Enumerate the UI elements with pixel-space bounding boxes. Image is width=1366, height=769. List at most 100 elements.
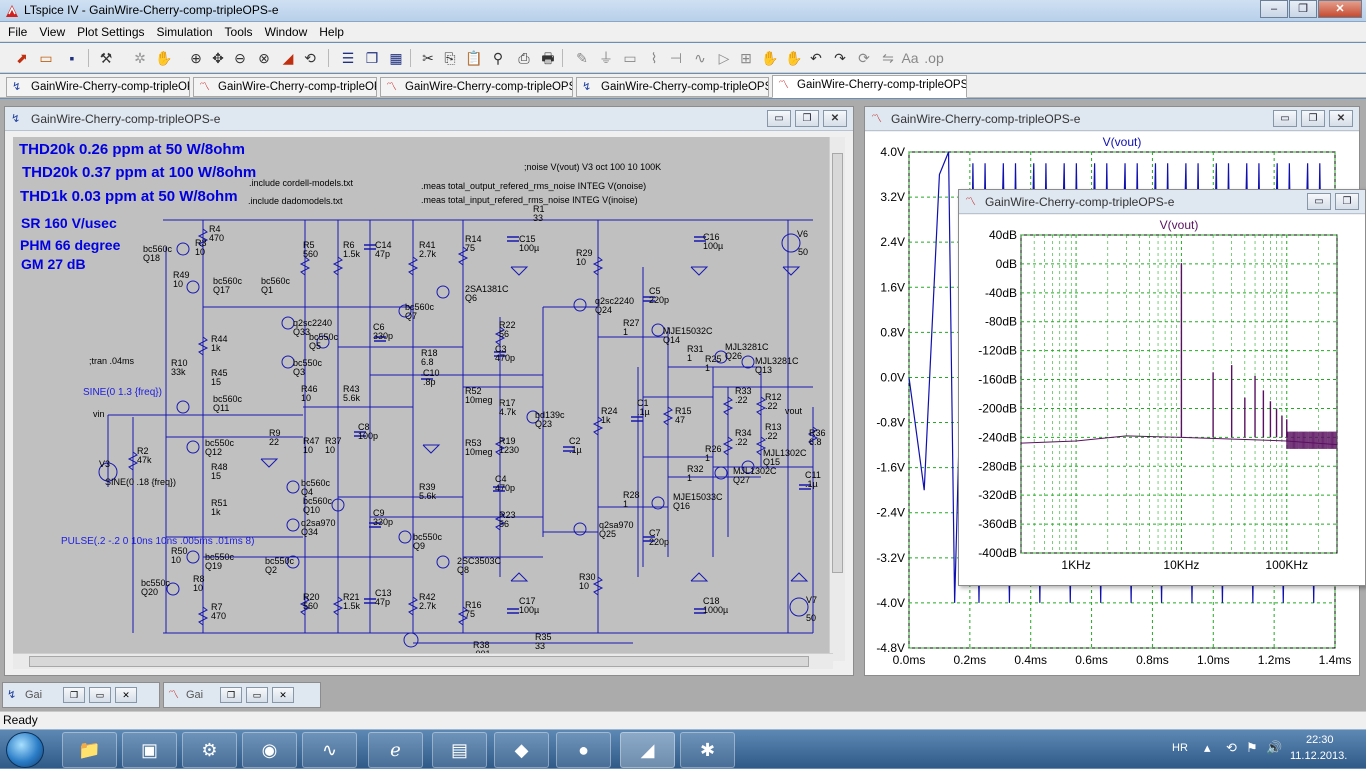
menu-plot-settings[interactable]: Plot Settings	[77, 24, 145, 39]
explorer-taskbar-icon[interactable]: 📁	[62, 732, 117, 768]
zoom-fit-icon[interactable]: ⊗	[258, 50, 270, 66]
part-c10[interactable]: C10.8p	[423, 369, 440, 387]
tray-chevron-icon[interactable]: ▴	[1204, 740, 1211, 755]
zoom-back-icon[interactable]: ⟲	[304, 50, 316, 66]
app2-taskbar-icon[interactable]: ▣	[122, 732, 177, 768]
drag-icon[interactable]: ✋	[785, 50, 803, 66]
tab-waveform-1[interactable]: 〽 GainWire-Cherry-comp-tripleOPS	[193, 77, 377, 97]
source-v3-label[interactable]: V3	[99, 459, 111, 469]
directive-include-dado[interactable]: .include dadomodels.txt	[248, 196, 343, 206]
network-icon[interactable]: ⟲	[1226, 740, 1237, 755]
minimized-waveform-window[interactable]: 〽 Gai ❐ ▭ ✕	[163, 682, 321, 708]
tab-waveform-3[interactable]: 〽 GainWire-Cherry-comp-tripleOPS-e	[772, 75, 967, 98]
tab-schematic-2[interactable]: ↯ GainWire-Cherry-comp-tripleOPS-e	[576, 77, 769, 97]
directive-meas-input-noise[interactable]: .meas total_input_refered_rms_noise INTE…	[421, 195, 638, 205]
oscilloscope-taskbar-icon[interactable]: ∿	[302, 732, 357, 768]
horizontal-scroll-thumb[interactable]	[29, 656, 809, 667]
part-c1[interactable]: C1.1µ	[637, 399, 650, 417]
menu-view[interactable]: View	[39, 24, 66, 39]
menu-file[interactable]: File	[8, 24, 28, 39]
menu-tools[interactable]: Tools	[224, 24, 253, 39]
part-r33[interactable]: R33.22	[735, 387, 752, 405]
source-sine-label[interactable]: SINE(0 1.3 {freq})	[83, 387, 162, 398]
menu-simulation[interactable]: Simulation	[156, 24, 213, 39]
cut-icon[interactable]: ✂	[422, 50, 434, 66]
tab-schematic-1[interactable]: ↯ GainWire-Cherry-comp-tripleOPS	[6, 77, 190, 97]
part-r13[interactable]: R13.22	[765, 423, 782, 441]
tile-vertical-icon[interactable]: ▦	[389, 50, 403, 66]
component-icon[interactable]: ⊞	[740, 50, 752, 66]
inductor-icon[interactable]: ∿	[694, 50, 706, 66]
capacitor-icon[interactable]: ⊣	[669, 50, 683, 66]
part-r12[interactable]: R12.22	[765, 393, 782, 411]
find-icon[interactable]: ⚲	[492, 50, 504, 66]
menu-help[interactable]: Help	[319, 24, 344, 39]
restore-icon[interactable]: ❐	[220, 687, 242, 703]
paste-icon[interactable]: 📋	[465, 50, 483, 66]
diode-icon[interactable]: ▷	[718, 50, 730, 66]
directive-tran[interactable]: ;tran .04ms	[89, 356, 135, 366]
ground-icon[interactable]: ⏚	[599, 50, 613, 66]
copy-icon[interactable]: ⎘	[444, 50, 456, 66]
clock-time[interactable]: 22:30	[1306, 734, 1334, 746]
schematic-horizontal-scrollbar[interactable]	[13, 653, 833, 669]
source-v6-label[interactable]: V6	[797, 229, 809, 239]
label-net-icon[interactable]: ▭	[623, 50, 637, 66]
tile-horizontal-icon[interactable]: ☰	[341, 50, 355, 66]
maximize-icon[interactable]: ▭	[89, 687, 111, 703]
print-icon[interactable]: 🖶	[541, 50, 555, 66]
undo-icon[interactable]: ↶	[810, 50, 822, 66]
autorange-icon[interactable]: ◢	[282, 50, 294, 66]
minimized-schematic-window[interactable]: ↯ Gai ❐ ▭ ✕	[2, 682, 160, 708]
part-c2[interactable]: C2.1µ	[569, 437, 582, 455]
pdf-taskbar-icon[interactable]: ◆	[494, 732, 549, 768]
schematic-vertical-scrollbar[interactable]	[829, 137, 845, 661]
resistor-icon[interactable]: ⌇	[650, 50, 658, 66]
language-indicator[interactable]: HR	[1172, 742, 1188, 754]
open-file-icon[interactable]: ▭	[39, 50, 53, 66]
transient-minimize-button[interactable]: ▭	[1273, 110, 1297, 127]
